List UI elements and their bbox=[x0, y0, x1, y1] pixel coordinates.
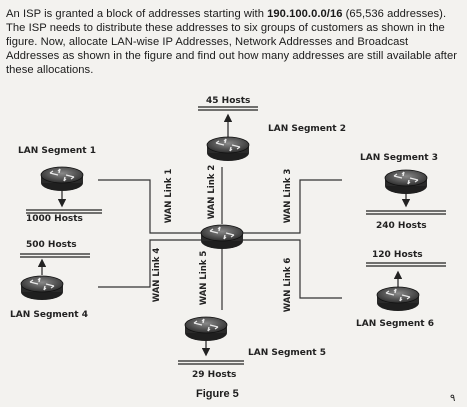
wan-link-2-label: WAN Link 2 bbox=[207, 165, 217, 220]
wan-link-6-label: WAN Link 6 bbox=[283, 258, 293, 313]
router-segment-3-icon bbox=[384, 169, 428, 195]
segment-4-name: LAN Segment 4 bbox=[10, 310, 88, 320]
wan-link-4-line bbox=[98, 239, 205, 288]
router-segment-2-icon bbox=[206, 136, 250, 162]
segment-3-name: LAN Segment 3 bbox=[360, 153, 438, 163]
address-block: 190.100.0.0/16 bbox=[267, 8, 343, 20]
wan-link-5-label: WAN Link 5 bbox=[199, 251, 209, 306]
wan-link-1-label: WAN Link 1 bbox=[164, 169, 174, 224]
segment-5-name: LAN Segment 5 bbox=[248, 348, 326, 358]
router-segment-6-icon bbox=[376, 286, 420, 312]
wan-link-4-label: WAN Link 4 bbox=[152, 248, 162, 303]
question-text-start: An ISP is granted a block of addresses s… bbox=[6, 8, 268, 20]
router-segment-5-icon bbox=[184, 316, 228, 342]
question-text-rest: (65,536 addresses). The ISP needs to dis… bbox=[6, 8, 458, 76]
segment-2-hosts: 45 Hosts bbox=[206, 96, 251, 106]
wan-link-6-line bbox=[238, 239, 342, 299]
segment-6-hosts: 120 Hosts bbox=[372, 250, 423, 260]
wan-link-3-line bbox=[238, 179, 342, 234]
router-segment-1-icon bbox=[40, 166, 84, 192]
segment-5-hosts: 29 Hosts bbox=[192, 370, 237, 380]
wan-link-1-line bbox=[98, 179, 205, 234]
segment-1-name: LAN Segment 1 bbox=[18, 146, 96, 156]
segment-1-hosts: 1000 Hosts bbox=[26, 214, 83, 224]
segment-2-name: LAN Segment 2 bbox=[268, 124, 346, 134]
corner-mark: ۹ bbox=[450, 393, 456, 404]
wan-links bbox=[98, 167, 342, 310]
question-paragraph: An ISP is granted a block of addresses s… bbox=[6, 7, 464, 77]
core-router-icon bbox=[200, 224, 244, 250]
segment-6-name: LAN Segment 6 bbox=[356, 319, 434, 329]
segment-3-hosts: 240 Hosts bbox=[376, 221, 427, 231]
wan-link-3-label: WAN Link 3 bbox=[283, 169, 293, 224]
segment-4-hosts: 500 Hosts bbox=[26, 240, 77, 250]
router-segment-4-icon bbox=[20, 275, 64, 301]
figure-caption: Figure 5 bbox=[196, 388, 239, 400]
